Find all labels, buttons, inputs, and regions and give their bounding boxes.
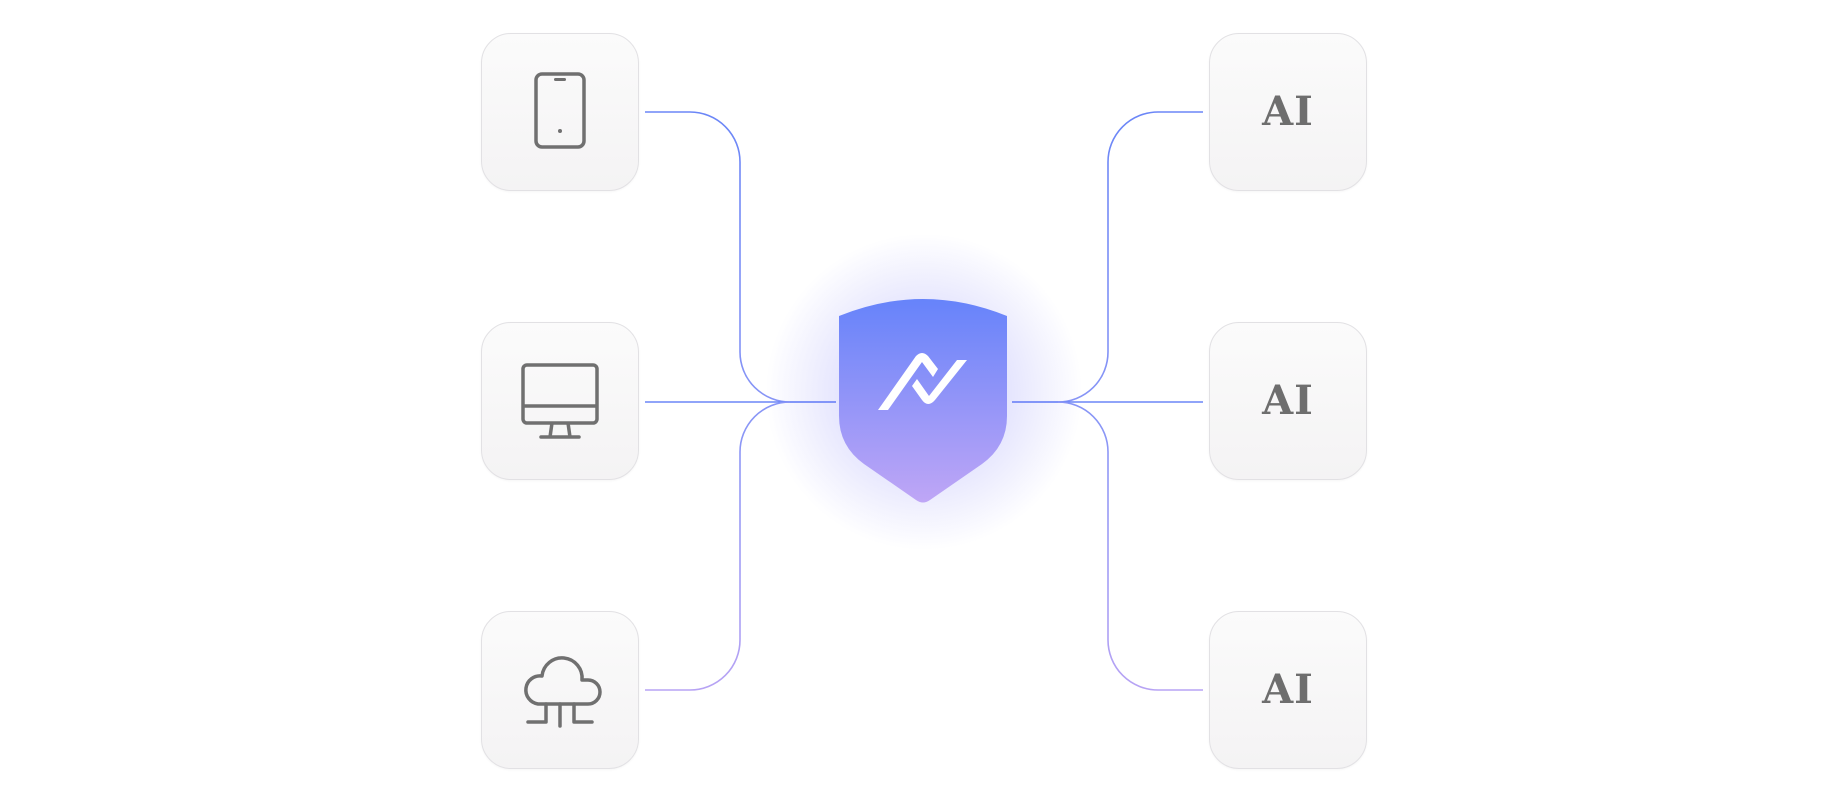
- shield-logo-icon: [839, 299, 1007, 503]
- connector-mobile: [645, 111, 836, 403]
- tile-ai-1: AI: [1209, 33, 1367, 191]
- smartphone-icon: [534, 72, 586, 149]
- tile-mobile: [481, 33, 639, 191]
- ai-label: AI: [1262, 88, 1314, 135]
- ai-label: AI: [1262, 666, 1314, 713]
- connector-ai-3: [1057, 401, 1203, 691]
- tile-cloud: [481, 611, 639, 769]
- tile-ai-2: AI: [1209, 322, 1367, 480]
- tile-ai-3: AI: [1209, 611, 1367, 769]
- tile-desktop: [481, 322, 639, 480]
- cloud-network-icon: [524, 656, 602, 728]
- ai-label: AI: [1262, 377, 1314, 424]
- desktop-monitor-icon: [521, 363, 599, 439]
- connector-ai-1: [1012, 111, 1203, 403]
- connector-cloud: [645, 401, 791, 691]
